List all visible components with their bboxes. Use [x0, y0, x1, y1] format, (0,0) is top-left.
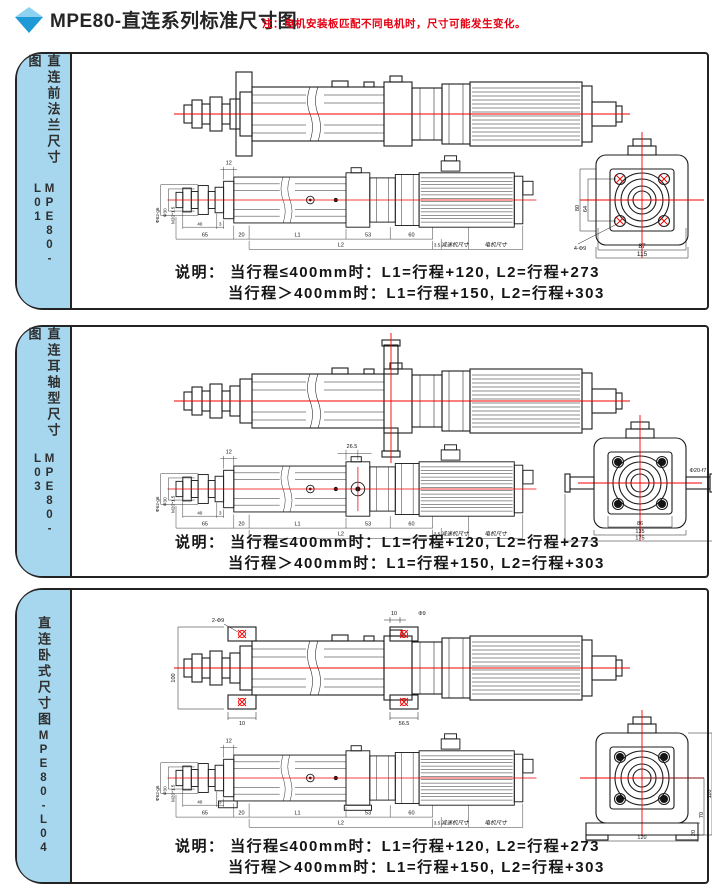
tab-l03-model: MPE80-L03 — [31, 453, 56, 538]
note-line2: 当行程＞400mm时：L1=行程+150, L2=行程+303 — [228, 859, 605, 876]
diamond-icon — [15, 7, 43, 33]
note-line1: 说明： 当行程≤400mm时：L1=行程+120, L2=行程+273 — [174, 264, 601, 281]
end-view-l01: 4-Φ9 87 115 64 80 — [574, 131, 705, 259]
dim-bottom-b: 56.5 — [399, 721, 410, 727]
note-line2: 当行程＞400mm时：L1=行程+150, L2=行程+303 — [228, 285, 605, 302]
front-flange-plate — [235, 71, 253, 157]
panel-l04: 直连卧式尺寸图 MPE80-L04 2-Φ9 10 Φ9 100 1 — [15, 588, 712, 884]
dim-trunnion-pos: 26.5 — [347, 444, 358, 450]
trunnion-pins — [381, 333, 401, 463]
page-title: MPE80-直连系列标准尺寸图 — [50, 11, 298, 32]
note-line2: 当行程＞400mm时：L1=行程+150, L2=行程+303 — [228, 555, 605, 572]
tab-l04: 直连卧式尺寸图 MPE80-L04 — [17, 590, 72, 882]
dim-pin: Φ20-f7 — [690, 468, 707, 474]
dim-64: 64 — [583, 206, 589, 212]
tab-l01: 直连前法兰尺寸图 MPE80-L01 — [17, 54, 72, 308]
dim-70: 70 — [699, 812, 705, 818]
dim-bottom-a: 10 — [239, 721, 245, 727]
dim-top-b: Φ9 — [418, 611, 425, 617]
tab-l03: 直连耳轴型尺寸图 MPE80-L03 — [17, 327, 72, 576]
foot-mounts-side — [218, 800, 372, 811]
header-warning-note: 注：电机安装板匹配不同电机时，尺寸可能发生变化。 — [262, 18, 526, 30]
notes-l01: 说明： 当行程≤400mm时：L1=行程+120, L2=行程+273 当行程＞… — [74, 261, 701, 303]
dim-115: 115 — [637, 251, 648, 258]
tab-l04-title: 直连卧式尺寸图 — [36, 616, 51, 728]
notes-l03: 说明： 当行程≤400mm时：L1=行程+120, L2=行程+273 当行程＞… — [74, 531, 701, 573]
drawing-l01: 4-Φ9 87 115 64 80 — [154, 71, 705, 259]
tab-l01-title: 直连前法兰尺寸图 — [26, 54, 61, 166]
dim-foot-holes: 2-Φ9 — [212, 618, 224, 624]
dim-20: 20 — [691, 830, 697, 836]
end-view-l04: 120 20 70 110 — [579, 709, 712, 842]
dim-100: 100 — [171, 673, 177, 682]
dim-175: 175 — [635, 536, 644, 542]
page-header: MPE80-直连系列标准尺寸图 注：电机安装板匹配不同电机时，尺寸可能发生变化。 — [0, 0, 724, 46]
dim-135: 135 — [635, 529, 644, 535]
dim-80: 80 — [575, 205, 581, 211]
foot-mounts-top: 2-Φ9 10 Φ9 100 10 56.5 — [171, 611, 426, 727]
dim-120: 120 — [637, 835, 646, 841]
tab-l03-title: 直连耳轴型尺寸图 — [26, 327, 61, 439]
panel-l01: 直连前法兰尺寸图 MPE80-L01 4-Φ9 87 115 64 80 说明：… — [15, 52, 709, 310]
drawing-l04: 2-Φ9 10 Φ9 100 10 56.5 — [154, 611, 712, 842]
tab-l04-model: MPE80-L04 — [37, 730, 50, 856]
dim-86: 86 — [637, 521, 643, 527]
trunnion-side-marks: 26.5 — [337, 444, 372, 512]
end-view-l03: Φ20-f7 86 135 175 — [564, 414, 712, 542]
dim-top-a: 10 — [391, 611, 397, 617]
dim-bolt-holes: 4-Φ9 — [574, 246, 586, 252]
dim-110: 110 — [707, 790, 712, 799]
tab-l01-model: MPE80-L01 — [31, 182, 56, 267]
drawing-l03: 26.5 Φ20-f7 86 135 175 — [154, 333, 712, 542]
notes-l04: 说明： 当行程≤400mm时：L1=行程+120, L2=行程+273 当行程＞… — [74, 835, 701, 877]
note-line1: 说明： 当行程≤400mm时：L1=行程+120, L2=行程+273 — [174, 534, 601, 551]
note-line1: 说明： 当行程≤400mm时：L1=行程+120, L2=行程+273 — [174, 838, 601, 855]
panel-l03: 直连耳轴型尺寸图 MPE80-L03 26.5 — [15, 325, 712, 578]
dim-87: 87 — [638, 243, 646, 250]
